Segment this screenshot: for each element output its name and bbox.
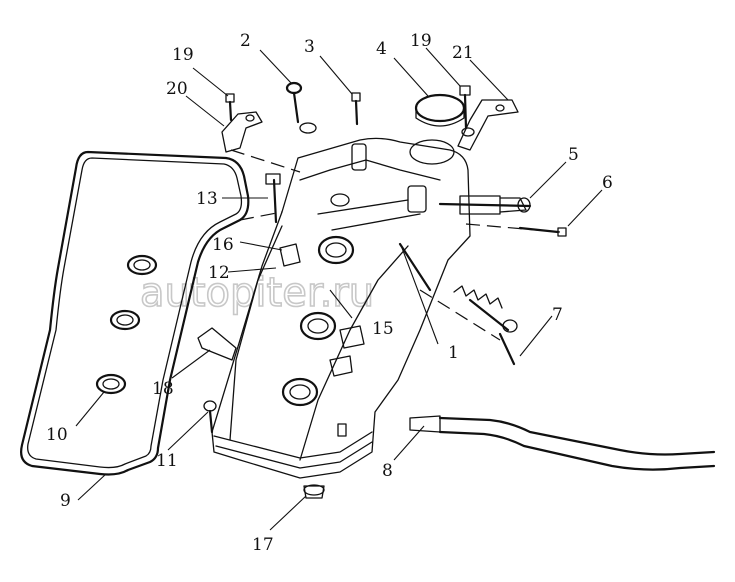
callout-7: 7 (552, 305, 563, 325)
callout-2: 2 (240, 31, 251, 51)
callout-6: 6 (602, 173, 613, 193)
part-oil-filler-cap (414, 93, 466, 127)
part-pcv-valve (438, 195, 532, 215)
callout-16: 16 (212, 235, 234, 255)
part-bracket-20 (221, 111, 263, 153)
callout-18: 18 (152, 379, 174, 399)
callout-11: 11 (156, 451, 178, 471)
part-spring-7 (453, 285, 518, 366)
callout-15: 15 (372, 319, 394, 339)
part-bolts-top (225, 81, 475, 137)
callout-5: 5 (568, 145, 579, 165)
callout-17: 17 (252, 535, 274, 555)
part-valve-cover (211, 137, 471, 479)
callout-19: 19 (172, 45, 194, 65)
svg-text:autopiter.ru: autopiter.ru (140, 270, 374, 316)
callout-21: 21 (452, 43, 474, 63)
part-tube-seals (95, 254, 158, 395)
callout-20: 20 (166, 79, 188, 99)
callout-4: 4 (376, 39, 387, 59)
callout-8: 8 (382, 461, 393, 481)
callout-19b: 19 (410, 31, 432, 51)
callout-10: 10 (46, 425, 68, 445)
part-bracket-21 (457, 99, 519, 151)
callout-9: 9 (60, 491, 71, 511)
callout-12: 12 (208, 263, 230, 283)
callout-13: 13 (196, 189, 218, 209)
callout-1: 1 (448, 343, 459, 363)
part-valve-cover-gasket (20, 150, 250, 476)
part-bracket-18 (197, 327, 237, 361)
callout-3: 3 (304, 37, 315, 57)
part-fasteners (203, 173, 432, 499)
callout-labels: 19 20 2 3 4 19 21 5 6 13 16 12 15 1 7 8 … (46, 31, 613, 555)
leader-lines (75, 47, 603, 531)
part-breather-hose (409, 415, 716, 471)
watermark: autopiter.ru (139, 269, 375, 317)
part-bolt-6 (518, 226, 567, 237)
assembly-lines (230, 149, 561, 341)
